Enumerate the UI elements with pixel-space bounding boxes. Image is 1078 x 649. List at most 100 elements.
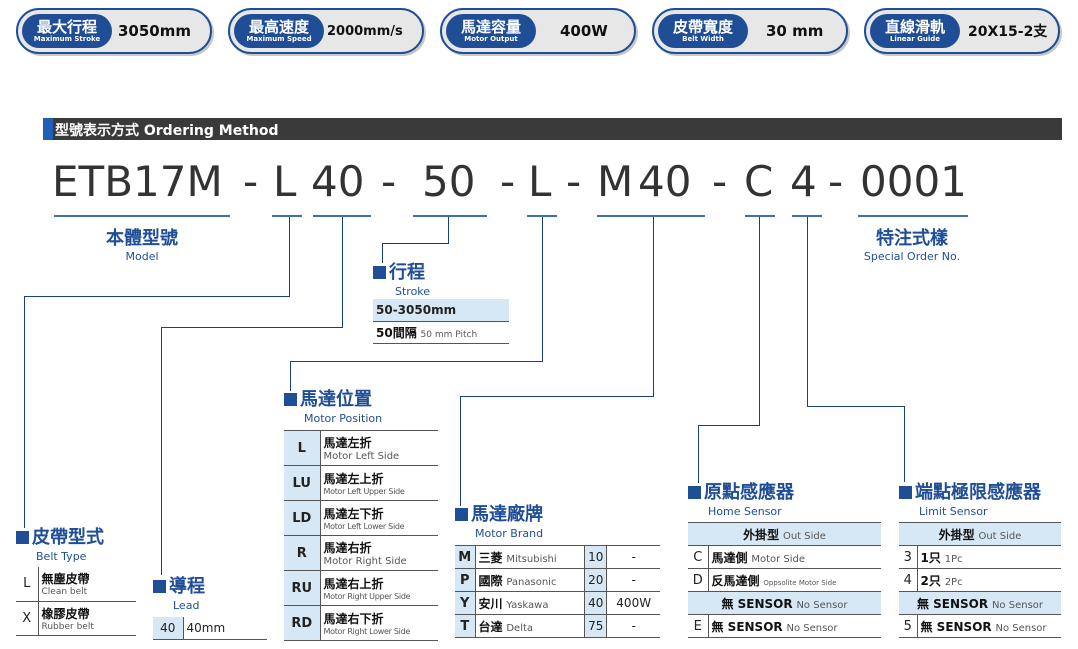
position-zh: 馬達左下折: [323, 507, 384, 521]
underline-belt: [272, 215, 302, 217]
limit-key: 5: [899, 614, 918, 638]
code-model: ETB17M: [52, 157, 223, 206]
table-row: 外掛型 Out Side: [899, 522, 1061, 546]
brand-zh: 安川: [478, 596, 503, 611]
limit-header: 外掛型 Out Side: [899, 522, 1061, 546]
limit-key: 3: [899, 545, 918, 569]
spec-label-zh: 馬達容量: [460, 17, 521, 36]
home-none-en: No Sensor: [796, 599, 848, 611]
position-en: Motor Left Lower Side: [323, 522, 405, 531]
table-row: M 三菱 Mitsubishi 10 -: [455, 545, 660, 569]
limit-sensor-title: 端點極限感應器: [915, 482, 1041, 503]
spec-label-en: Linear Guide: [889, 34, 941, 43]
table-row: X 橡膠皮帶 Rubber belt: [16, 601, 136, 636]
connector-stroke: [382, 243, 449, 244]
connector-brand: [460, 396, 461, 506]
underline-brand: [597, 215, 705, 217]
connector-lead: [342, 217, 343, 327]
home-zh: 馬達側: [711, 550, 748, 565]
limit-desc: 1只 1Pc: [917, 545, 1061, 569]
limit-sensor-section: 端點極限感應器 Limit Sensor: [899, 478, 1041, 518]
belt-en: Clean belt: [41, 587, 88, 598]
spec-max-speed: 最高速度 Maximum Speed 2000mm/s: [228, 8, 424, 54]
limit-key: 4: [899, 568, 918, 592]
belt-type-subtitle: Belt Type: [36, 550, 87, 563]
underline-position: [527, 215, 557, 217]
spec-label-zh: 最高速度: [248, 17, 309, 36]
home-none: 無 SENSOR No Sensor: [688, 591, 881, 615]
square-bullet-icon: [373, 266, 386, 279]
home-sensor-section: 原點感應器 Home Sensor: [688, 478, 794, 518]
position-en: Motor Left Upper Side: [323, 487, 405, 496]
brand-name: 三菱 Mitsubishi: [475, 545, 586, 569]
home-sensor-subtitle: Home Sensor: [708, 505, 782, 518]
table-row: 外掛型 Out Side: [688, 522, 881, 546]
code-dash: -: [243, 157, 259, 206]
spec-label: 馬達容量 Motor Output: [446, 14, 536, 48]
table-row: D 反馬達側 Oppsolite Motor Side: [688, 568, 881, 592]
position-zh: 馬達右下折: [323, 612, 384, 626]
stroke-section: 行程 Stroke: [373, 258, 430, 298]
spec-max-stroke: 最大行程 Maximum Stroke 3050mm: [16, 8, 212, 54]
table-row: 4 2只 2Pc: [899, 568, 1061, 592]
limit-en: No Sensor: [995, 622, 1047, 634]
table-row: 無 SENSOR No Sensor: [899, 591, 1061, 615]
brand-watt: -: [606, 568, 660, 592]
table-row: 3 1只 1Pc: [899, 545, 1061, 569]
table-row: L 無塵皮帶 Clean belt: [16, 567, 136, 602]
spec-value: 3050mm: [118, 22, 192, 40]
spec-motor-output: 馬達容量 Motor Output 400W: [440, 8, 636, 54]
position-key: RU: [284, 570, 321, 606]
brand-watt: -: [606, 614, 660, 638]
square-bullet-icon: [688, 486, 701, 499]
connector-belt: [24, 296, 25, 528]
table-row: Y 安川 Yaskawa 40 400W: [455, 591, 660, 615]
code-belt: L: [273, 157, 297, 206]
home-desc: 無 SENSOR No Sensor: [708, 614, 881, 638]
position-zh: 馬達左上折: [323, 472, 384, 486]
spec-label-zh: 最大行程: [36, 17, 97, 36]
limit-header-zh: 外掛型: [938, 527, 975, 542]
square-bullet-icon: [284, 393, 297, 406]
home-en: No Sensor: [786, 622, 838, 634]
home-header-zh: 外掛型: [743, 527, 780, 542]
code-output: 40: [638, 157, 692, 206]
limit-none-zh: 無 SENSOR: [916, 596, 989, 611]
position-en: Motor Left Side: [323, 451, 400, 462]
spec-label-en: Motor Output: [464, 34, 518, 43]
square-bullet-icon: [16, 531, 29, 544]
table-row: 50-3050mm: [373, 299, 509, 322]
table-row: T 台達 Delta 75 -: [455, 614, 660, 638]
connector-belt: [24, 296, 290, 297]
section-title: 型號表示方式 Ordering Method: [55, 123, 279, 139]
limit-zh: 1只: [920, 550, 941, 565]
spec-value: 2000mm/s: [327, 23, 403, 39]
lead-title: 導程: [169, 576, 205, 597]
position-desc: 馬達右折 Motor Right Side: [320, 535, 438, 571]
position-zh: 馬達左折: [323, 436, 372, 450]
connector-limit: [904, 406, 905, 482]
spec-label-en: Belt Width: [682, 34, 724, 43]
connector-position: [290, 361, 543, 362]
code-position: L: [528, 157, 552, 206]
table-row: 40 40mm: [153, 617, 267, 640]
limit-sensor-table: 外掛型 Out Side 3 1只 1Pc 4 2只 2Pc 無 SENSOR …: [899, 522, 1061, 638]
belt-type-section: 皮帶型式 Belt Type: [16, 523, 104, 563]
brand-name: 台達 Delta: [475, 614, 586, 638]
position-en: Motor Right Side: [323, 556, 407, 567]
brand-code: 10: [584, 545, 608, 569]
motor-brand-section: 馬達廠牌 Motor Brand: [455, 500, 543, 540]
table-row: R 馬達右折 Motor Right Side: [284, 535, 438, 571]
position-desc: 馬達左上折 Motor Left Upper Side: [320, 465, 438, 501]
model-label: 本體型號 Model: [92, 224, 192, 263]
table-row: RU 馬達右上折 Motor Right Upper Side: [284, 570, 438, 606]
brand-en: Mitsubishi: [506, 553, 557, 565]
lead-subtitle: Lead: [173, 599, 200, 612]
underline-home: [745, 215, 775, 217]
connector-limit: [807, 406, 905, 407]
code-lead: 40: [311, 157, 365, 206]
model-label-en: Model: [125, 250, 159, 263]
limit-desc: 2只 2Pc: [917, 568, 1061, 592]
home-desc: 反馬達側 Oppsolite Motor Side: [708, 568, 881, 592]
table-row: RD 馬達右下折 Motor Right Lower Side: [284, 605, 438, 641]
